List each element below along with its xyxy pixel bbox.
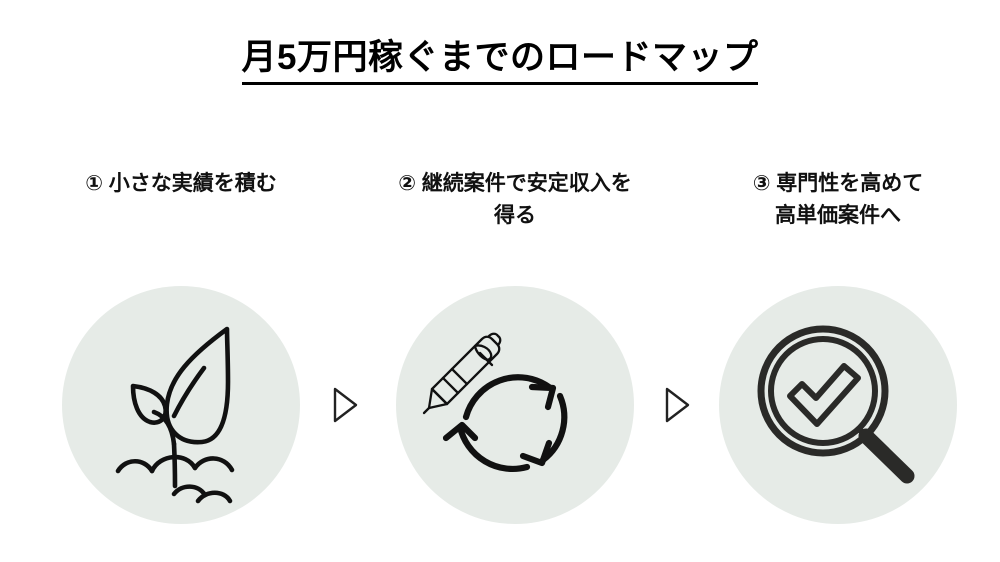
step-1-label: ① 小さな実績を積む <box>85 172 277 195</box>
sprout-icon <box>115 326 235 504</box>
connector-arrow-1 <box>325 384 363 426</box>
step-2-icon-circle <box>396 286 634 524</box>
step-1-column: ① 小さな実績を積む <box>31 168 331 200</box>
triangle-right-icon <box>333 387 358 423</box>
pen-cycle-icon <box>422 332 568 472</box>
step-3-icon-circle <box>719 286 957 524</box>
step-3-column: ③ 専門性を高めて 高単価案件へ <box>688 168 988 231</box>
step-3-label: ③ 専門性を高めて 高単価案件へ <box>752 172 924 227</box>
page-title: 月5万円稼ぐまでのロードマップ <box>241 36 759 85</box>
triangle-right-icon <box>665 387 690 423</box>
step-1-icon-circle <box>62 286 300 524</box>
step-2-column: ② 継続案件で安定収入を 得る <box>365 168 665 231</box>
connector-arrow-2 <box>657 384 695 426</box>
step-2-label: ② 継続案件で安定収入を 得る <box>398 172 632 227</box>
page-title-container: 月5万円稼ぐまでのロードマップ <box>0 36 1000 85</box>
magnifier-check-icon <box>757 325 915 484</box>
